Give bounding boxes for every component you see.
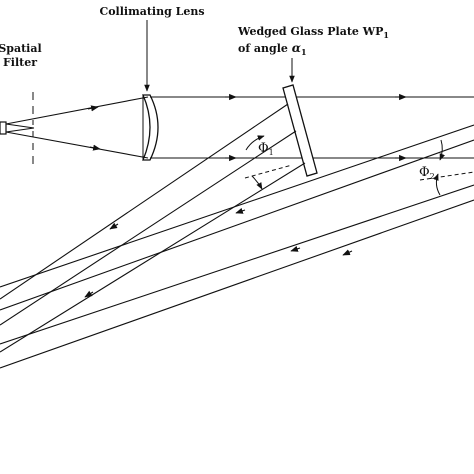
label-collimating-lens: Collimating Lens (99, 5, 204, 18)
label-phi2: Φ2 (419, 165, 435, 181)
wedged-plate-line2: of angle α1 (238, 41, 307, 57)
angle-phi2-marker (419, 139, 474, 196)
reflected-beams-wp2 (0, 124, 474, 369)
wedged-glass-plate (282, 84, 318, 177)
label-spatial-filter: Spatial Filter (0, 42, 42, 69)
wedged-plate-line1: Wedged Glass Plate WP1 (237, 25, 389, 40)
collimating-lens-text: Collimating Lens (99, 5, 204, 18)
light-source (0, 121, 7, 135)
collimated-beam (150, 93, 474, 162)
label-phi1: Φ1 (258, 141, 274, 157)
phi2-text: Φ2 (419, 165, 435, 181)
diverging-beam (5, 96, 149, 159)
label-wedged-plate: Wedged Glass Plate WP1 of angle α1 (237, 25, 389, 57)
collimating-lens (142, 94, 159, 161)
spatial-filter-line2: Filter (3, 56, 37, 69)
spatial-filter-line1: Spatial (0, 42, 42, 55)
angle-phi1-marker (244, 135, 293, 190)
phi1-text: Φ1 (258, 141, 274, 157)
label-pointers (144, 20, 295, 92)
